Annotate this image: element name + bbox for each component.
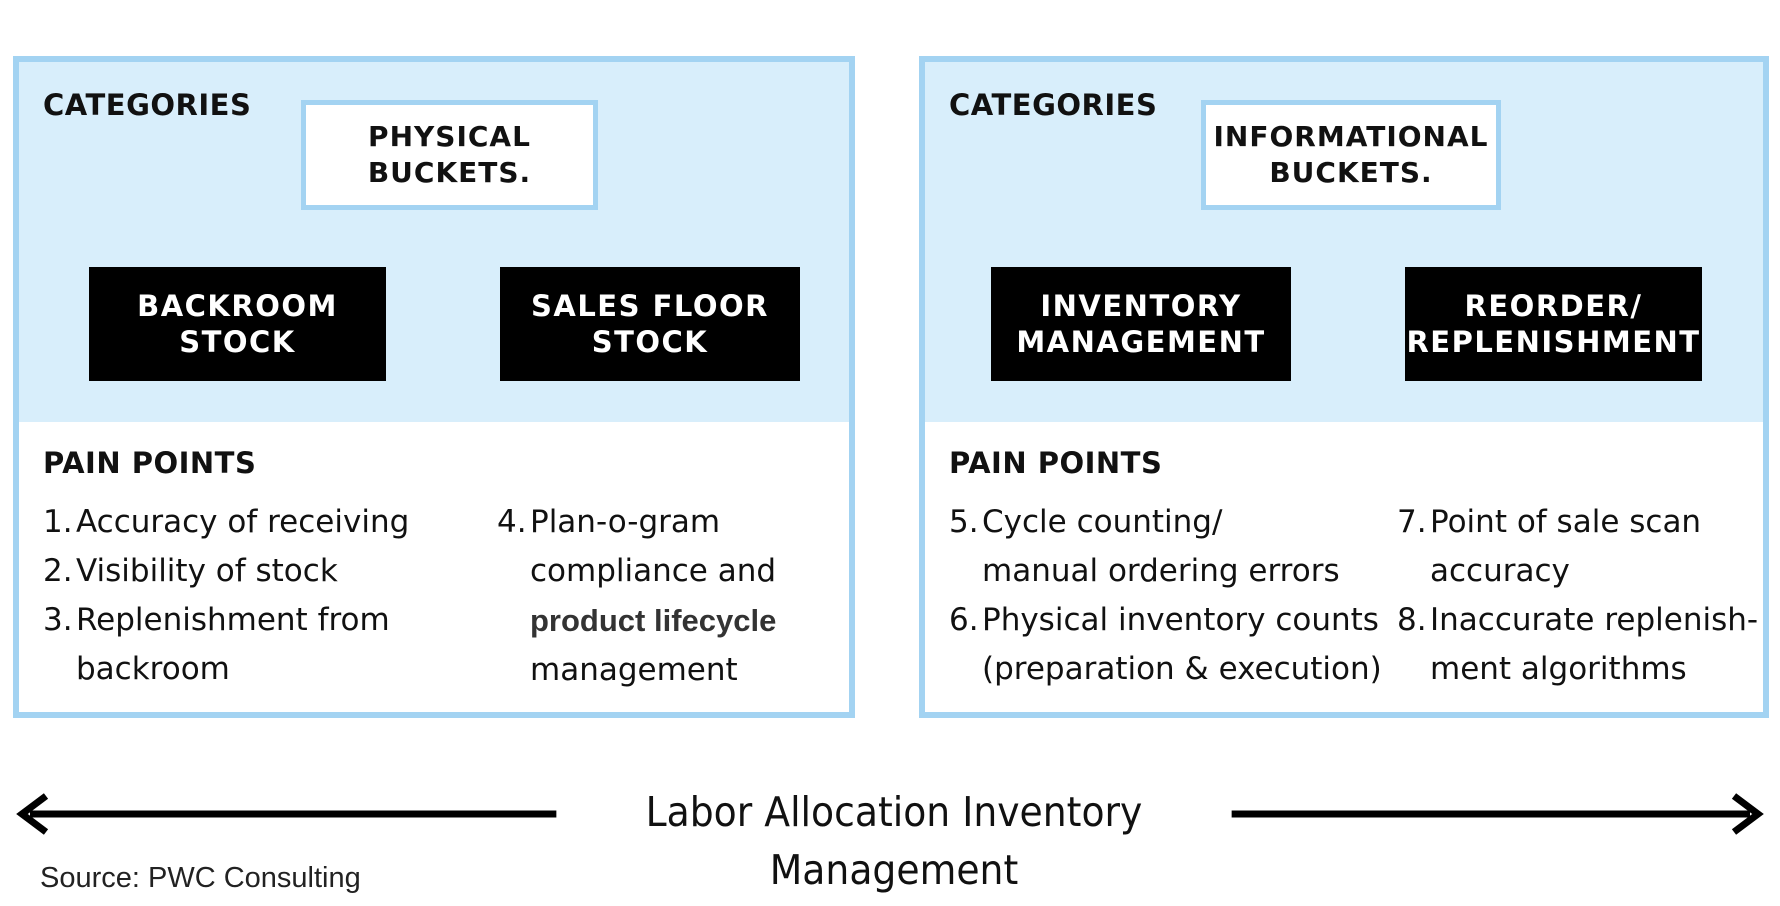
categories-label: CATEGORIES [949,88,1158,122]
reorder-replenishment-box: REORDER/ REPLENISHMENT [1405,267,1702,381]
right-arrow-icon [1731,793,1764,835]
left-arrow-icon [16,793,49,835]
sales-floor-stock-label: SALES FLOOR STOCK [531,289,769,359]
backroom-stock-label: BACKROOM STOCK [137,289,338,359]
pain-point-item: 2. Visibility of stock [43,547,443,596]
pain-point-text: Accuracy of receiving [76,504,410,540]
pain-point-item: 3. Replenishment from backroom [43,596,443,694]
physical-buckets-panel: CATEGORIES PHYSICAL BUCKETS. BACKROOM ST… [13,56,855,718]
pain-point-item: 8. Inaccurate replenish- ment algorithms [1397,596,1765,694]
pain-point-text: Physical inventory counts (preparation &… [982,602,1382,687]
highlighted-text: product lifecycle [530,603,777,638]
physical-buckets-box: PHYSICAL BUCKETS. [301,100,598,210]
pain-point-item: 7. Point of sale scan accuracy [1397,498,1765,596]
pain-point-number: 5. [949,504,979,540]
inventory-management-box: INVENTORY MANAGEMENT [991,267,1291,381]
pain-point-item: 1. Accuracy of receiving [43,498,443,547]
pain-point-item: 6. Physical inventory counts (preparatio… [949,596,1389,694]
physical-buckets-label: PHYSICAL BUCKETS. [367,120,532,189]
axis-label: Labor Allocation Inventory Management [556,783,1232,899]
pain-point-text: Plan-o-gram compliance and product lifec… [530,498,776,695]
pain-points-column: 5. Cycle counting/ manual ordering error… [949,498,1389,694]
pain-point-text: Inaccurate replenish- ment algorithms [1430,602,1759,687]
pain-point-text: Replenishment from backroom [76,602,390,687]
pain-point-number: 7. [1397,504,1427,540]
pain-point-text: Visibility of stock [76,553,338,589]
pain-point-text: Cycle counting/ manual ordering errors [982,504,1340,589]
pain-point-text: Point of sale scan accuracy [1430,504,1702,589]
pain-point-number: 2. [43,553,73,589]
pain-point-number: 1. [43,504,73,540]
pain-point-line: compliance and [530,553,777,589]
pain-point-number: 4. [497,504,527,540]
informational-buckets-label: INFORMATIONAL BUCKETS. [1213,120,1489,189]
pain-points-label: PAIN POINTS [43,446,257,480]
sales-floor-stock-box: SALES FLOOR STOCK [500,267,800,381]
source-note: Source: PWC Consulting [40,862,361,894]
reorder-replenishment-label: REORDER/ REPLENISHMENT [1406,289,1701,359]
informational-buckets-panel: CATEGORIES INFORMATIONAL BUCKETS. INVENT… [919,56,1769,718]
pain-point-line: management [530,652,738,688]
pain-point-line: Plan-o-gram [530,504,721,540]
pain-points-column: 4. Plan-o-gram compliance and product li… [497,498,847,695]
inventory-management-label: INVENTORY MANAGEMENT [1016,289,1266,359]
pain-points-label: PAIN POINTS [949,446,1163,480]
backroom-stock-box: BACKROOM STOCK [89,267,386,381]
pain-point-number: 6. [949,602,979,638]
pain-point-number: 3. [43,602,73,638]
pain-point-number: 8. [1397,602,1427,638]
pain-point-item: 4. Plan-o-gram compliance and product li… [497,498,847,695]
categories-label: CATEGORIES [43,88,252,122]
informational-buckets-box: INFORMATIONAL BUCKETS. [1201,100,1501,210]
pain-points-column: 7. Point of sale scan accuracy 8. Inaccu… [1397,498,1765,694]
pain-points-column: 1. Accuracy of receiving 2. Visibility o… [43,498,443,694]
pain-point-item: 5. Cycle counting/ manual ordering error… [949,498,1389,596]
